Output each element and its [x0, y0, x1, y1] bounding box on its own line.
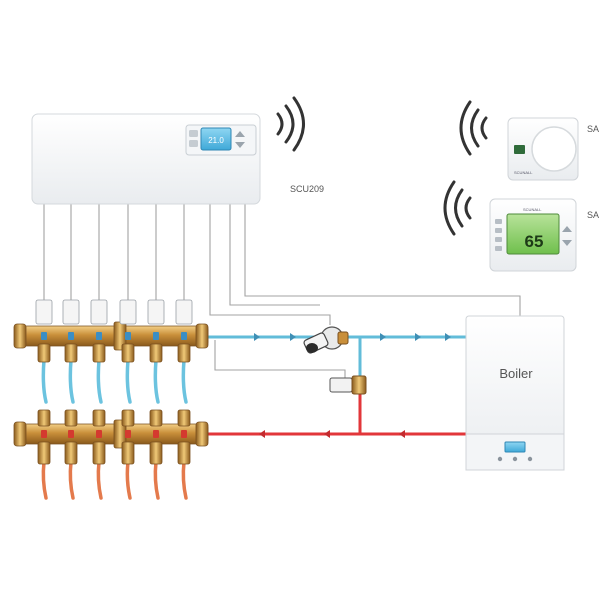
boiler-knob[interactable]: [512, 456, 518, 462]
thermostat-dial-display: [514, 145, 525, 154]
controller-display: [200, 127, 232, 151]
dial-thermostat: SCUNALL: [507, 117, 579, 181]
manifold-outlet-group: [35, 299, 193, 363]
controller-up-arrow-icon[interactable]: [235, 131, 245, 137]
thermostat-digital-label: SA: [587, 210, 599, 220]
thermostat-down-arrow-icon[interactable]: [562, 240, 572, 246]
boiler-display: [504, 441, 526, 453]
thermostat-dial-knob[interactable]: [531, 126, 577, 172]
wireless-signal-icon: [443, 180, 472, 236]
thermostat-digital-brand: SCUNALL: [523, 207, 542, 212]
controller-down-arrow-icon[interactable]: [235, 142, 245, 148]
control-wires: [43, 203, 521, 378]
thermostat-dial-label: SA: [587, 124, 599, 134]
thermostat-button[interactable]: [495, 219, 502, 224]
controller-label: SCU209: [290, 184, 324, 194]
supply-pipe: [206, 390, 470, 436]
mixing-valve: [329, 375, 367, 395]
digital-thermostat: SCUNALL 65: [489, 198, 577, 272]
wireless-signal-icon: [459, 100, 488, 156]
controller-button-left-down[interactable]: [189, 140, 198, 147]
flow-arrow-icon: [254, 333, 451, 341]
thermostat-up-arrow-icon[interactable]: [562, 226, 572, 232]
thermostat-button[interactable]: [495, 237, 502, 242]
controller-unit: 21.0: [31, 113, 261, 205]
floor-heating-pipes-supply: [41, 460, 188, 500]
wireless-signal-icon: [276, 96, 305, 152]
thermostat-digital-value: 65: [525, 232, 544, 251]
boiler-label: Boiler: [499, 366, 533, 381]
thermostat-button[interactable]: [495, 228, 502, 233]
boiler-knob[interactable]: [497, 456, 503, 462]
thermostat-dial-brand: SCUNALL: [514, 170, 533, 175]
thermostat-digital-display: [506, 213, 560, 255]
controller-display-text: 21.0: [208, 136, 224, 145]
boiler-knob[interactable]: [527, 456, 533, 462]
circulation-pump: [303, 326, 349, 354]
boiler-unit: [465, 315, 565, 471]
flow-arrow-icon: [259, 430, 405, 438]
thermostat-button[interactable]: [495, 246, 502, 251]
floor-heating-pipes-return: [41, 358, 188, 404]
controller-button-left-up[interactable]: [189, 130, 198, 137]
supply-manifold: [13, 409, 209, 465]
valve-actuator: [35, 299, 193, 325]
